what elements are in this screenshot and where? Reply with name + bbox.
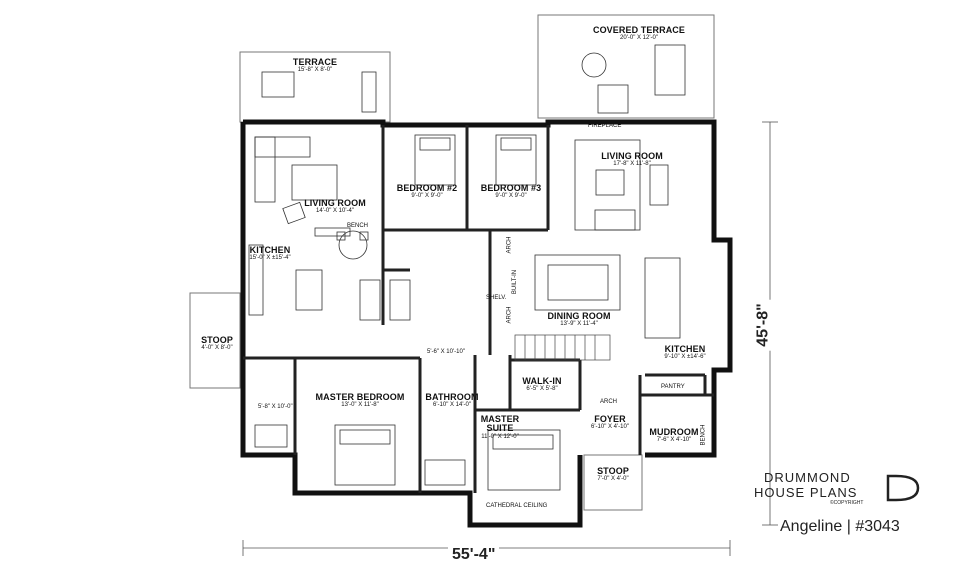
stairs (514, 334, 611, 361)
left-stoop-pad (189, 292, 241, 389)
room-master-bedroom: MASTER BEDROOM 13'-0" X 11'-8" (310, 392, 410, 409)
arch-label-1: ARCH (506, 236, 513, 254)
room-dims: 17'-8" X 11'-8" (613, 161, 651, 168)
furniture-left (248, 136, 381, 321)
furniture-right (254, 44, 686, 486)
plan-name: Angeline | #3043 (780, 518, 900, 535)
room-dims: 11'-0" X 12'-0" (481, 433, 519, 440)
brand-logo (886, 474, 920, 502)
overall-depth-dimension: 45'-8" (754, 299, 773, 351)
pantry-label: PANTRY (661, 384, 685, 390)
room-dims: 7'-6" X 4'-10" (656, 437, 692, 444)
room-name: LIVING ROOM (601, 151, 663, 161)
arch-label-horizontal: ARCH (600, 399, 618, 405)
room-bedroom-2: BEDROOM #2 9'-0" X 9'-0" (392, 183, 462, 200)
bottom-stoop-pad (583, 454, 643, 511)
room-dims: 9'-10" X ±14'-6" (664, 354, 706, 361)
built-in-label: BUILT-IN (512, 269, 519, 295)
room-name: BEDROOM #2 (396, 183, 458, 193)
overall-width-dimension: 55'-4" (448, 546, 500, 564)
bench-label-top: BENCH (347, 223, 369, 229)
room-name: KITCHEN (664, 344, 706, 354)
covered-terrace-deck (537, 14, 715, 119)
room-name: TERRACE (292, 57, 338, 67)
room-stoop-bottom: STOOP 7'-0" X 4'-0" (584, 466, 642, 483)
room-dims: 13'-9" X 11'-4" (560, 321, 598, 328)
room-name: MASTER SUITE (480, 414, 520, 434)
room-name: COVERED TERRACE (592, 25, 685, 35)
room-dims: 9'-0" X 9'-0" (411, 193, 443, 200)
room-living-right: LIVING ROOM 17'-8" X 11'-8" (582, 151, 682, 168)
room-name: BEDROOM #3 (480, 183, 542, 193)
exterior-walls (240, 119, 733, 528)
brand-line-2: HOUSE PLANS (754, 485, 858, 500)
shelves-label: SHELV. (486, 295, 507, 301)
room-name: STOOP (597, 466, 629, 476)
brand-line-1: DRUMMOND (764, 470, 851, 485)
room-mudroom: MUDROOM 7'-6" X 4'-10" (642, 427, 706, 444)
room-dims: 6'-10" X 14'-0" (433, 402, 471, 409)
room-dims: 4'-0" X 8'-0" (201, 345, 233, 352)
arch-label-2: ARCH (506, 306, 513, 324)
room-covered-terrace: COVERED TERRACE 20'-0" X 12'-0" (584, 25, 694, 42)
fireplace-label: FIREPLACE (588, 123, 622, 129)
room-name: DINING ROOM (547, 311, 611, 321)
room-terrace: TERRACE 15'-8" X 8'-0" (275, 57, 355, 74)
room-bathroom: BATHROOM 6'-10" X 14'-0" (422, 392, 482, 409)
room-walk-in: WALK-IN 6'-5" X 5'-8" (512, 376, 572, 393)
room-name: WALK-IN (522, 376, 562, 386)
room-name: LIVING ROOM (304, 198, 366, 208)
room-dining: DINING ROOM 13'-9" X 11'-4" (534, 311, 624, 328)
bench-label-side: BENCH (700, 424, 707, 446)
room-name: KITCHEN (249, 245, 291, 255)
bath-small-left-label: 5'-8" X 10'-0" (258, 404, 293, 410)
bath-small-mid-label: 5'-6" X 10'-10" (427, 349, 465, 355)
room-dims: 6'-5" X 5'-8" (526, 386, 558, 393)
cathedral-ceiling-label: CATHEDRAL CEILING (486, 503, 548, 509)
room-kitchen-left: KITCHEN 15'-0" X ±15'-4" (240, 245, 300, 262)
room-foyer: FOYER 6'-10" X 4'-10" (580, 414, 640, 431)
brand-copyright: ©COPYRIGHT (830, 500, 864, 506)
room-dims: 15'-0" X ±15'-4" (249, 255, 291, 262)
room-dims: 15'-8" X 8'-0" (297, 67, 333, 74)
room-dims: 14'-0" X 10'-4" (316, 208, 354, 215)
room-name: STOOP (201, 335, 233, 345)
room-name: FOYER (594, 414, 626, 424)
room-living-left: LIVING ROOM 14'-0" X 10'-4" (280, 198, 390, 215)
room-dims: 6'-10" X 4'-10" (591, 424, 629, 431)
room-name: MUDROOM (649, 427, 699, 437)
room-kitchen-right: KITCHEN 9'-10" X ±14'-6" (650, 344, 720, 361)
room-bedroom-3: BEDROOM #3 9'-0" X 9'-0" (476, 183, 546, 200)
room-name: MASTER BEDROOM (315, 392, 405, 402)
room-dims: 13'-0" X 11'-8" (341, 402, 379, 409)
room-dims: 7'-0" X 4'-0" (597, 476, 629, 483)
room-master-suite: MASTER SUITE 11'-0" X 12'-0" (474, 414, 526, 440)
room-stoop-left: STOOP 4'-0" X 8'-0" (192, 335, 242, 352)
room-dims: 9'-0" X 9'-0" (495, 193, 527, 200)
room-name: BATHROOM (425, 392, 479, 402)
furniture-bedrooms (334, 134, 561, 491)
room-dims: 20'-0" X 12'-0" (620, 35, 658, 42)
